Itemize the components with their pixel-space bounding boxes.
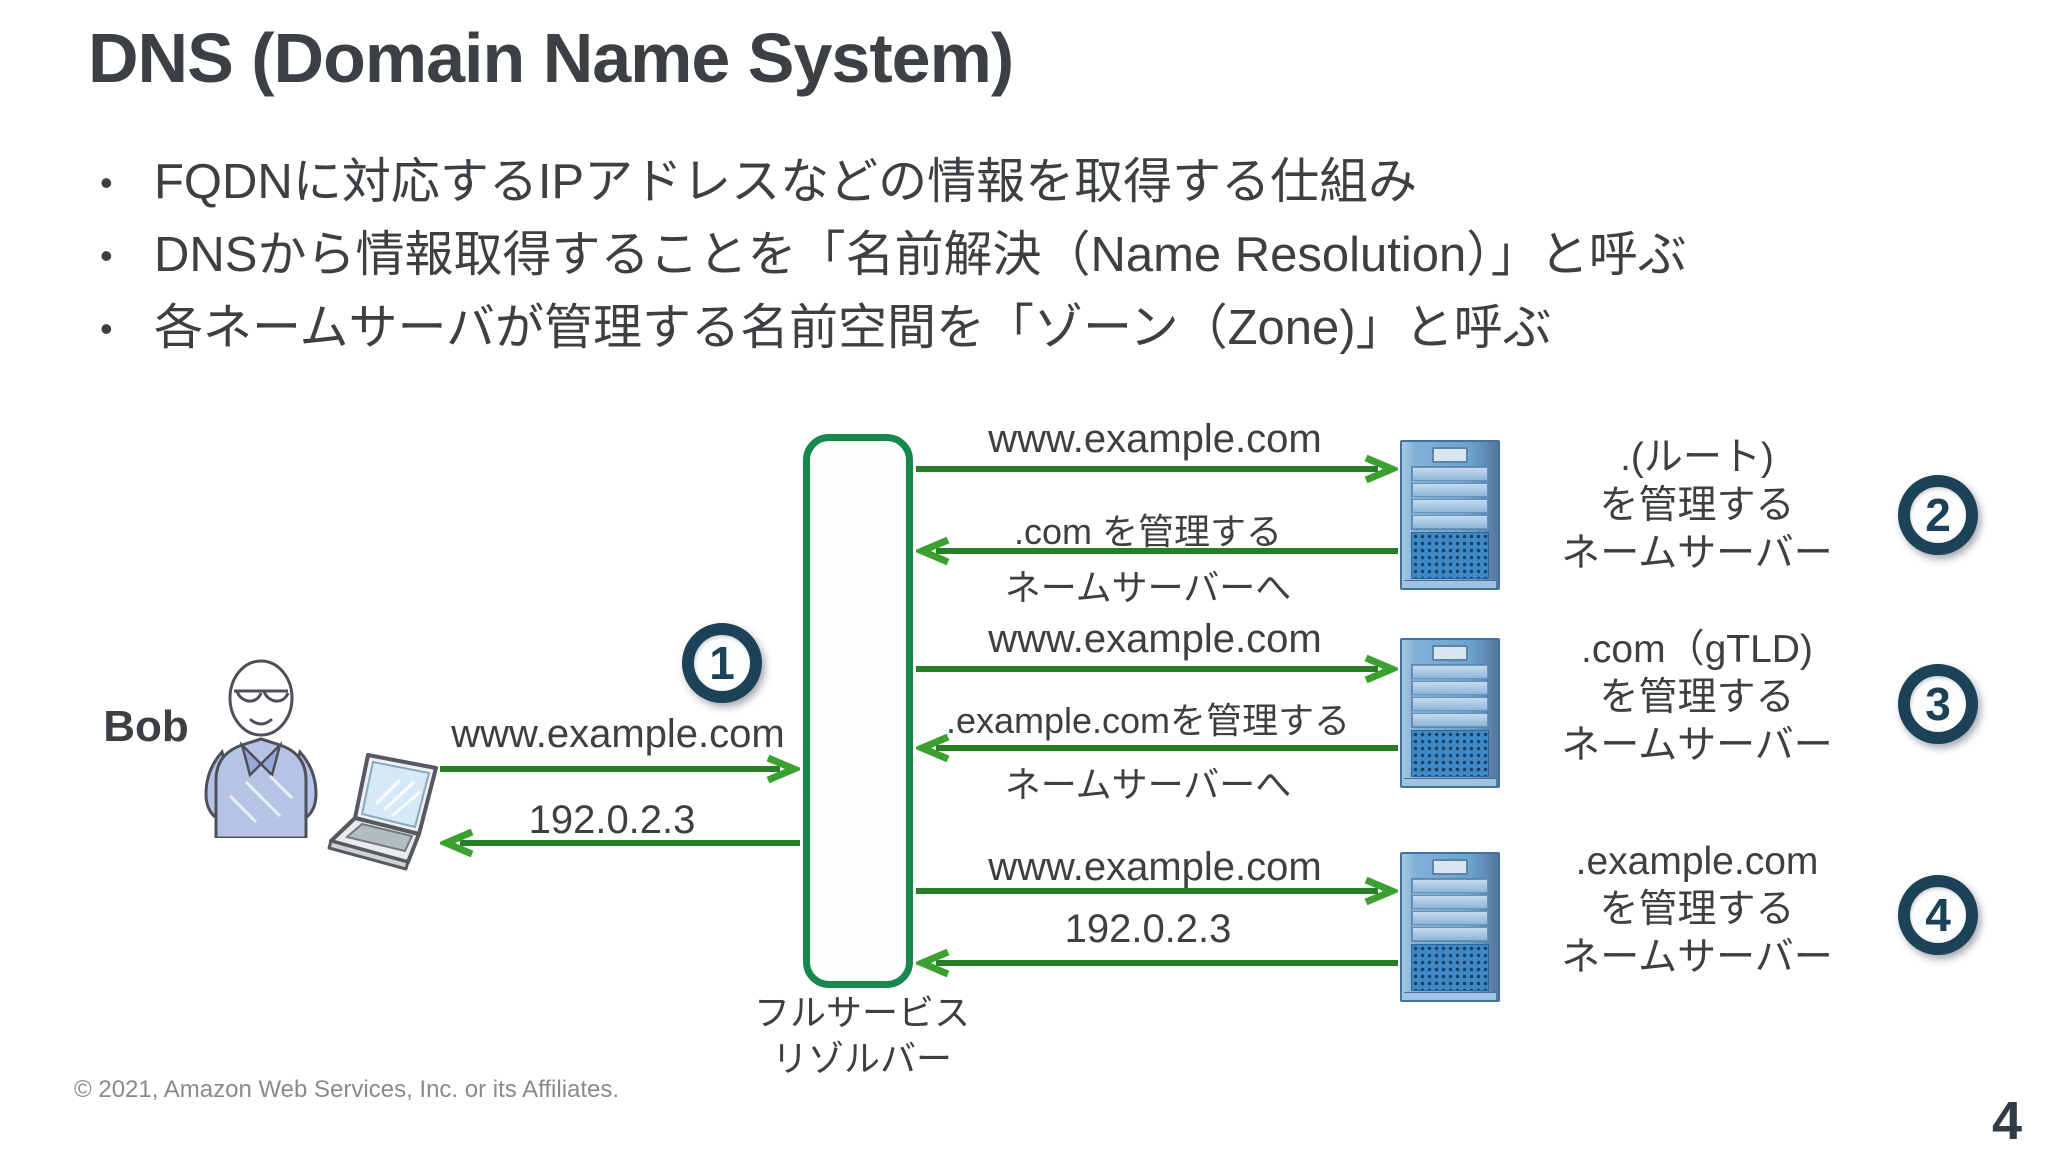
server-icon bbox=[1400, 638, 1500, 788]
step-badge-4: 4 bbox=[1898, 875, 1978, 955]
bullet-item: DNSから情報取得することを「名前解決（Name Resolution）」と呼ぶ bbox=[96, 219, 1687, 292]
resolver-caption-line: フルサービス bbox=[753, 992, 970, 1033]
row3-request-arrow bbox=[916, 876, 1398, 906]
server-label-line: を管理する bbox=[1599, 888, 1795, 931]
row2-response-label-bottom: ネームサーバーへ bbox=[1004, 764, 1292, 805]
server-label-line: を管理する bbox=[1599, 484, 1795, 527]
server-bay bbox=[1432, 447, 1468, 463]
page-title: DNS (Domain Name System) bbox=[88, 19, 1014, 97]
server-slats bbox=[1411, 878, 1489, 942]
step-badge-2: 2 bbox=[1898, 475, 1978, 555]
step-badge-number: 2 bbox=[1925, 489, 1951, 541]
step-badge-number: 1 bbox=[709, 637, 735, 689]
server-icon bbox=[1400, 852, 1500, 1002]
server-slats bbox=[1411, 664, 1489, 728]
step-badge-number: 3 bbox=[1925, 678, 1951, 730]
row2-response-arrow bbox=[916, 733, 1398, 763]
row3-server-label: .example.com を管理する ネームサーバー bbox=[1561, 838, 1832, 982]
step-badge-3: 3 bbox=[1898, 664, 1978, 744]
step-badge-number: 4 bbox=[1925, 889, 1951, 941]
server-label-line: .com（gTLD) bbox=[1581, 628, 1813, 671]
row1-response-label-top: .com を管理する bbox=[1013, 511, 1283, 552]
server-vents bbox=[1411, 730, 1489, 777]
row3-response-arrow bbox=[916, 948, 1398, 978]
laptop-icon bbox=[327, 753, 438, 871]
row1-request-arrow bbox=[916, 454, 1398, 484]
bullet-item: FQDNに対応するIPアドレスなどの情報を取得する仕組み bbox=[96, 146, 1687, 219]
row2-request-arrow bbox=[916, 654, 1398, 684]
client-response-label: 192.0.2.3 bbox=[528, 798, 696, 842]
server-label-line: ネームサーバー bbox=[1561, 724, 1833, 767]
full-service-resolver-box bbox=[803, 434, 913, 988]
row1-response-arrow bbox=[916, 536, 1398, 566]
client-request-label: www.example.com bbox=[451, 712, 785, 756]
row2-response-label-top: .example.comを管理する bbox=[945, 700, 1351, 741]
person-icon bbox=[204, 659, 318, 838]
row1-response-label-bottom: ネームサーバーへ bbox=[1004, 567, 1292, 608]
copyright-footer: © 2021, Amazon Web Services, Inc. or its… bbox=[74, 1076, 620, 1103]
server-vents bbox=[1411, 944, 1489, 991]
row1-server-label: .(ルート) を管理する ネームサーバー bbox=[1561, 434, 1832, 578]
actor-label: Bob bbox=[103, 702, 189, 751]
server-bay bbox=[1432, 645, 1468, 661]
row3-request-label: www.example.com bbox=[988, 845, 1322, 889]
row1-request-label: www.example.com bbox=[988, 417, 1322, 461]
step-badge-1: 1 bbox=[682, 623, 762, 703]
row2-request-label: www.example.com bbox=[988, 617, 1322, 661]
server-base bbox=[1404, 992, 1496, 1000]
server-base bbox=[1404, 580, 1496, 588]
server-label-line: ネームサーバー bbox=[1561, 936, 1833, 979]
row2-server-label: .com（gTLD) を管理する ネームサーバー bbox=[1561, 626, 1832, 770]
server-bay bbox=[1432, 859, 1468, 875]
server-vents bbox=[1411, 532, 1489, 579]
server-icon bbox=[1400, 440, 1500, 590]
row3-response-label-top: 192.0.2.3 bbox=[1064, 907, 1232, 951]
resolver-caption: フルサービス リゾルバー bbox=[752, 990, 972, 1082]
page-number: 4 bbox=[1992, 1091, 2023, 1151]
server-label-line: .(ルート) bbox=[1620, 436, 1774, 479]
bullet-list: FQDNに対応するIPアドレスなどの情報を取得する仕組み DNSから情報取得する… bbox=[96, 146, 1687, 365]
server-label-line: を管理する bbox=[1599, 676, 1795, 719]
server-label-line: ネームサーバー bbox=[1561, 532, 1833, 575]
client-request-arrow bbox=[440, 754, 800, 784]
client-response-arrow bbox=[440, 828, 800, 858]
server-slats bbox=[1411, 466, 1489, 530]
bullet-item: 各ネームサーバが管理する名前空間を「ゾーン（Zone)」と呼ぶ bbox=[96, 292, 1687, 365]
resolver-caption-line: リゾルバー bbox=[771, 1038, 952, 1079]
server-label-line: .example.com bbox=[1575, 840, 1819, 883]
server-base bbox=[1404, 778, 1496, 786]
